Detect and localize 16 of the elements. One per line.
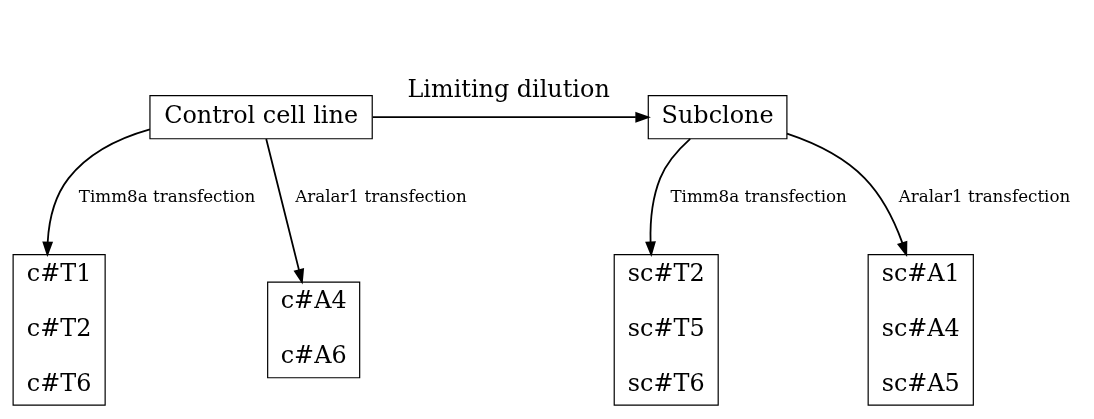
edge-label: Aralar1 transfection <box>898 185 1071 206</box>
node-box: sc#A1 sc#A4 sc#A5 <box>867 253 974 406</box>
arrow <box>265 137 305 284</box>
arrow <box>786 132 908 257</box>
node-box: c#A4 c#A6 <box>267 281 361 378</box>
node-box: Control cell line <box>149 94 373 139</box>
node-box: Subclone <box>647 94 788 139</box>
node-box: sc#T2 sc#T5 sc#T6 <box>613 253 719 406</box>
node-box: c#T1 c#T2 c#T6 <box>12 253 106 406</box>
edge-label: Aralar1 transfection <box>295 185 467 206</box>
edge-label: Timm8a transfection <box>78 185 256 206</box>
arrow <box>645 137 692 257</box>
arrow <box>371 111 651 123</box>
edge-label: Limiting dilution <box>407 74 610 103</box>
arrow <box>42 128 151 257</box>
edge-label: Timm8a transfection <box>670 185 847 206</box>
